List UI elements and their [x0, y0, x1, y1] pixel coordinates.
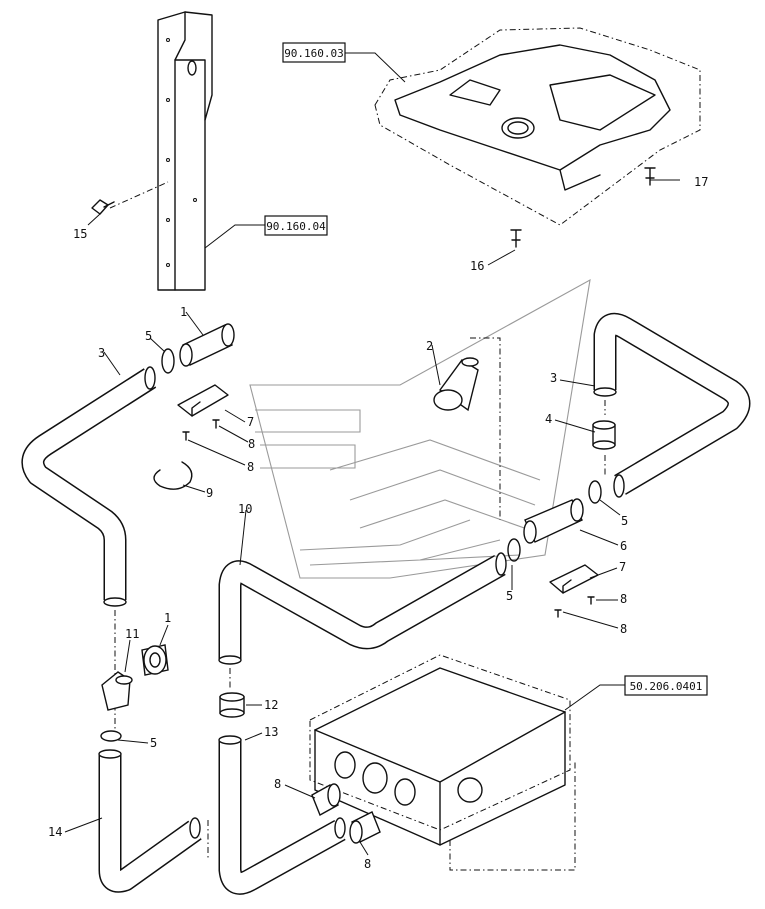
screw-icon: [510, 229, 522, 248]
hose-icon: [179, 323, 235, 367]
hose-icon: [101, 644, 169, 711]
ref-label-pillar: 90.160.04: [266, 220, 326, 233]
callout-1: 1: [180, 305, 187, 319]
callout-labels: 1 5 3 7 8 8 9 2 3 4 5 6 7 8 8 5 10 11 1 …: [48, 175, 708, 871]
hose-icon: [218, 552, 507, 665]
panel-icon: [374, 27, 701, 226]
callout-5: 5: [145, 329, 152, 343]
callout-8: 8: [364, 857, 371, 871]
callout-7: 7: [247, 415, 254, 429]
hose-icon: [311, 783, 381, 844]
callout-8: 8: [247, 460, 254, 474]
ref-label-heater: 50.206.0401: [630, 680, 703, 693]
callout-8: 8: [620, 592, 627, 606]
bracket-icon: [177, 384, 229, 417]
hose-icon: [219, 692, 245, 718]
hose-icon: [592, 420, 616, 450]
hose-icon: [98, 749, 202, 893]
ref-box-pillar[interactable]: 90.160.04: [264, 215, 328, 236]
hose-icon: [218, 735, 346, 895]
callout-2: 2: [426, 339, 433, 353]
bracket-icon: [549, 564, 599, 594]
clamp-icon: [507, 538, 521, 562]
callout-12: 12: [264, 698, 278, 712]
callout-10: 10: [238, 502, 252, 516]
screw-icon: [182, 419, 220, 441]
callout-3: 3: [550, 371, 557, 385]
callout-13: 13: [264, 725, 278, 739]
clamp-icon: [588, 480, 602, 504]
clamp-icon: [161, 348, 175, 374]
ref-box-heater[interactable]: 50.206.0401: [624, 675, 708, 696]
hose-icon: [433, 357, 479, 412]
callout-8: 8: [620, 622, 627, 636]
callout-5: 5: [621, 514, 628, 528]
clamp-icon: [153, 461, 193, 490]
callout-8: 8: [274, 777, 281, 791]
callout-14: 14: [48, 825, 62, 839]
callout-8: 8: [248, 437, 255, 451]
screw-icon: [644, 167, 656, 186]
screw-icon: [554, 596, 595, 618]
watermark-logo: [249, 278, 591, 579]
leader-lines: [64, 311, 621, 856]
screw-icon: [91, 199, 115, 215]
hose-icon: [21, 366, 157, 607]
clamp-icon: [100, 730, 122, 742]
callout-7: 7: [619, 560, 626, 574]
callout-6: 6: [620, 539, 627, 553]
ref-box-rear-panel[interactable]: 90.160.03: [282, 42, 346, 63]
callout-9: 9: [206, 486, 213, 500]
callout-15: 15: [73, 227, 87, 241]
callout-4: 4: [545, 412, 552, 426]
pillar-icon: [157, 11, 213, 291]
hose-icon: [523, 498, 584, 544]
callout-3: 3: [98, 346, 105, 360]
callout-11: 11: [125, 627, 139, 641]
hose-icon: [593, 312, 751, 498]
ref-label-rear-panel: 90.160.03: [284, 47, 344, 60]
callout-5: 5: [150, 736, 157, 750]
heater-box-icon: [309, 654, 576, 871]
callout-5: 5: [506, 589, 513, 603]
callout-16: 16: [470, 259, 484, 273]
callout-1: 1: [164, 611, 171, 625]
callout-17: 17: [694, 175, 708, 189]
